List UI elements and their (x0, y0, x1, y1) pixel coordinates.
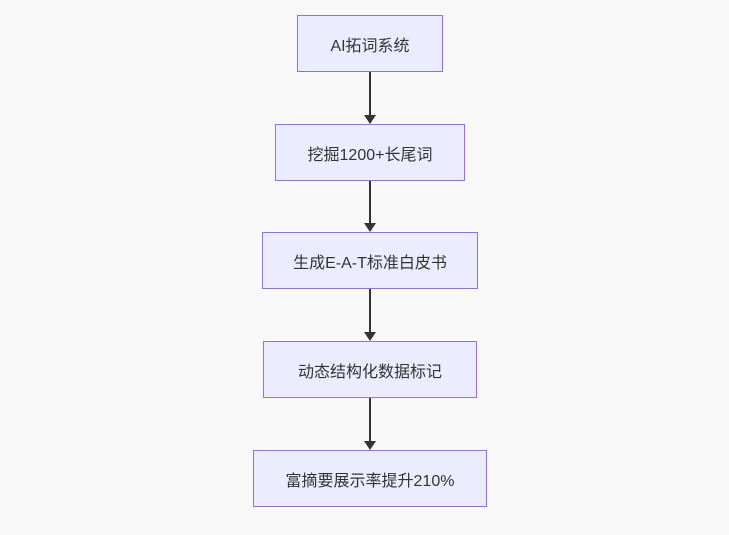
edge-line (369, 398, 371, 443)
edge-arrow-1 (364, 72, 376, 124)
arrowhead-down-icon (364, 223, 376, 232)
flow-node-structured-data-markup: 动态结构化数据标记 (263, 341, 477, 398)
arrowhead-down-icon (364, 332, 376, 341)
edge-arrow-4 (364, 398, 376, 450)
flow-node-ai-keyword-system: AI拓词系统 (297, 15, 443, 72)
flow-node-rich-snippet-rate: 富摘要展示率提升210% (253, 450, 487, 507)
edge-arrow-3 (364, 289, 376, 341)
flow-node-longtail-mining: 挖掘1200+长尾词 (275, 124, 465, 181)
edge-line (369, 72, 371, 117)
arrowhead-down-icon (364, 115, 376, 124)
arrowhead-down-icon (364, 441, 376, 450)
edge-line (369, 181, 371, 225)
edge-arrow-2 (364, 181, 376, 232)
edge-line (369, 289, 371, 334)
flow-node-eat-whitepaper: 生成E-A-T标准白皮书 (262, 232, 478, 289)
